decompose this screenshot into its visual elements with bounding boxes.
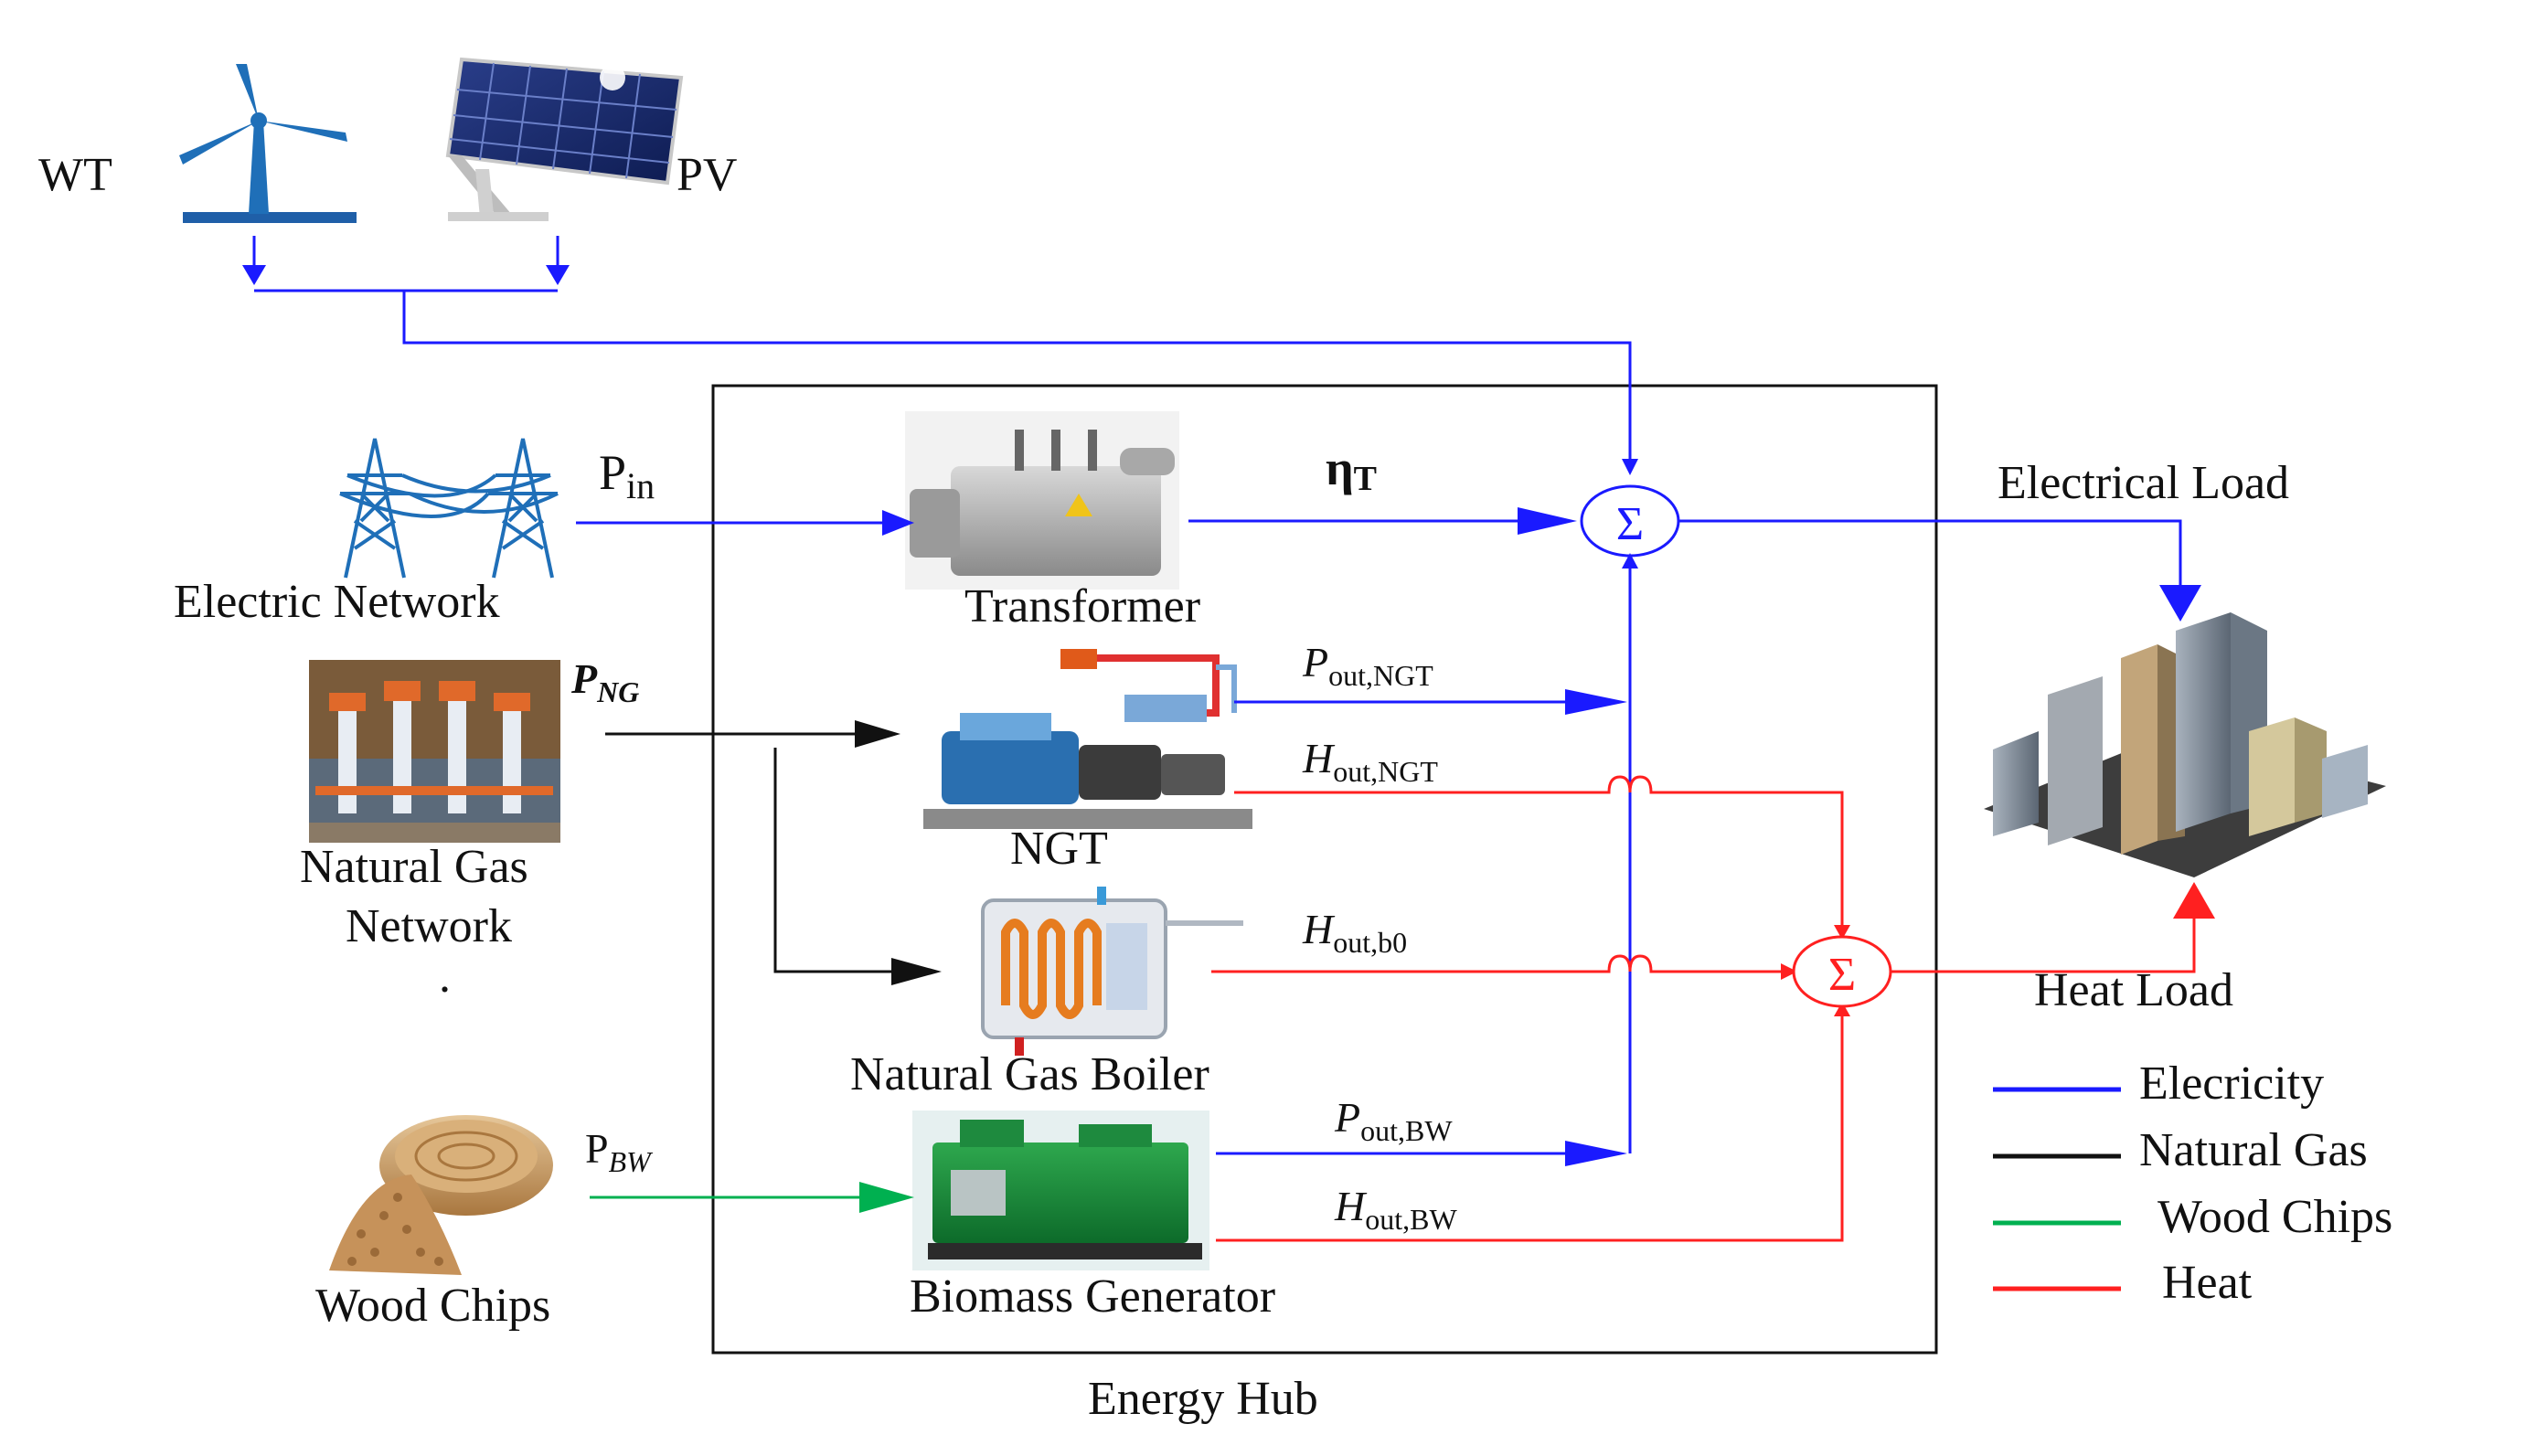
legend-label-natural-gas: Natural Gas [2139,1124,2368,1176]
heat-sum-node [1792,935,1892,1008]
pv-arrow [546,265,570,285]
p-ng-label: PNG [570,655,639,708]
eta-arrow [1518,507,1577,535]
p-out-ngt-arrow [1565,689,1627,715]
natural-gas-label-dot: . [439,951,451,1003]
electric-load-arrow [2159,585,2201,622]
wood-chips-label: Wood Chips [315,1280,550,1332]
biomass-generator-label: Biomass Generator [910,1270,1275,1323]
renewable-arrow [1622,459,1638,475]
energy-hub-box [711,384,1938,1355]
transformer-label: Transformer [964,580,1200,632]
h-out-ngt-label: Hout,NGT [1302,735,1438,788]
solar-panel-icon [445,57,684,221]
gas-boiler-line [773,748,905,973]
legend-label-heat: Heat [2162,1257,2253,1309]
natural-gas-label-1: Natural Gas [300,841,528,893]
h-out-bw-label: Hout,BW [1334,1183,1457,1236]
p-in-label: Pin [599,445,655,506]
gas-boiler-label: Natural Gas Boiler [850,1048,1209,1100]
p-out-ngt-label: Pout,NGT [1302,639,1433,692]
renewable-feed-line [252,236,1632,464]
p-out-bw-label: Pout,BW [1334,1094,1453,1147]
p-out-bw-arrow [1565,1141,1627,1166]
natural-gas-label-2: Network [346,900,512,952]
wind-turbine-icon [179,64,357,223]
gas-boiler-arrow [891,958,942,985]
biomass-generator-icon [912,1111,1209,1270]
heat-top-arrow [1834,925,1850,940]
legend-label-electricity: Elecricity [2139,1057,2324,1110]
buildings-icon [1984,612,2386,877]
ngt-label: NGT [1010,823,1108,875]
p-ng-arrow [855,720,900,748]
electric-sum-symbol: Σ [1616,498,1644,550]
gas-network-icon [309,660,560,843]
energy-hub-label: Energy Hub [1088,1373,1318,1425]
electric-bus-arrow [1622,553,1638,569]
wt-label: WT [38,149,112,201]
legend: Elecricity Natural Gas Wood Chips Heat [1993,1057,2392,1309]
transmission-tower-icon [339,438,559,579]
gas-boiler-icon [981,887,1243,1056]
ngt-icon [923,649,1252,829]
p-in-arrow [882,510,914,536]
electric-network-label: Electric Network [174,576,500,628]
eta-t-label: ηT [1326,441,1377,498]
wt-arrow [242,265,266,285]
transformer-icon [905,411,1179,590]
wood-chips-icon [329,1115,553,1275]
p-bw-arrow [859,1182,914,1213]
pv-label: PV [677,149,737,201]
heat-load-label: Heat Load [2034,964,2233,1016]
legend-label-wood-chips: Wood Chips [2157,1191,2392,1243]
electrical-load-label: Electrical Load [1998,457,2289,509]
h-out-b0-label: Hout,b0 [1302,906,1407,959]
heat-bottom-arrow [1834,1002,1850,1016]
heat-left-arrow [1781,963,1797,980]
electric-load-line [1678,519,2182,599]
p-bw-label: PBW [585,1125,654,1178]
heat-load-arrow [2173,882,2215,919]
heat-sum-symbol: Σ [1828,949,1856,1001]
heat-lines [1211,775,2196,1242]
